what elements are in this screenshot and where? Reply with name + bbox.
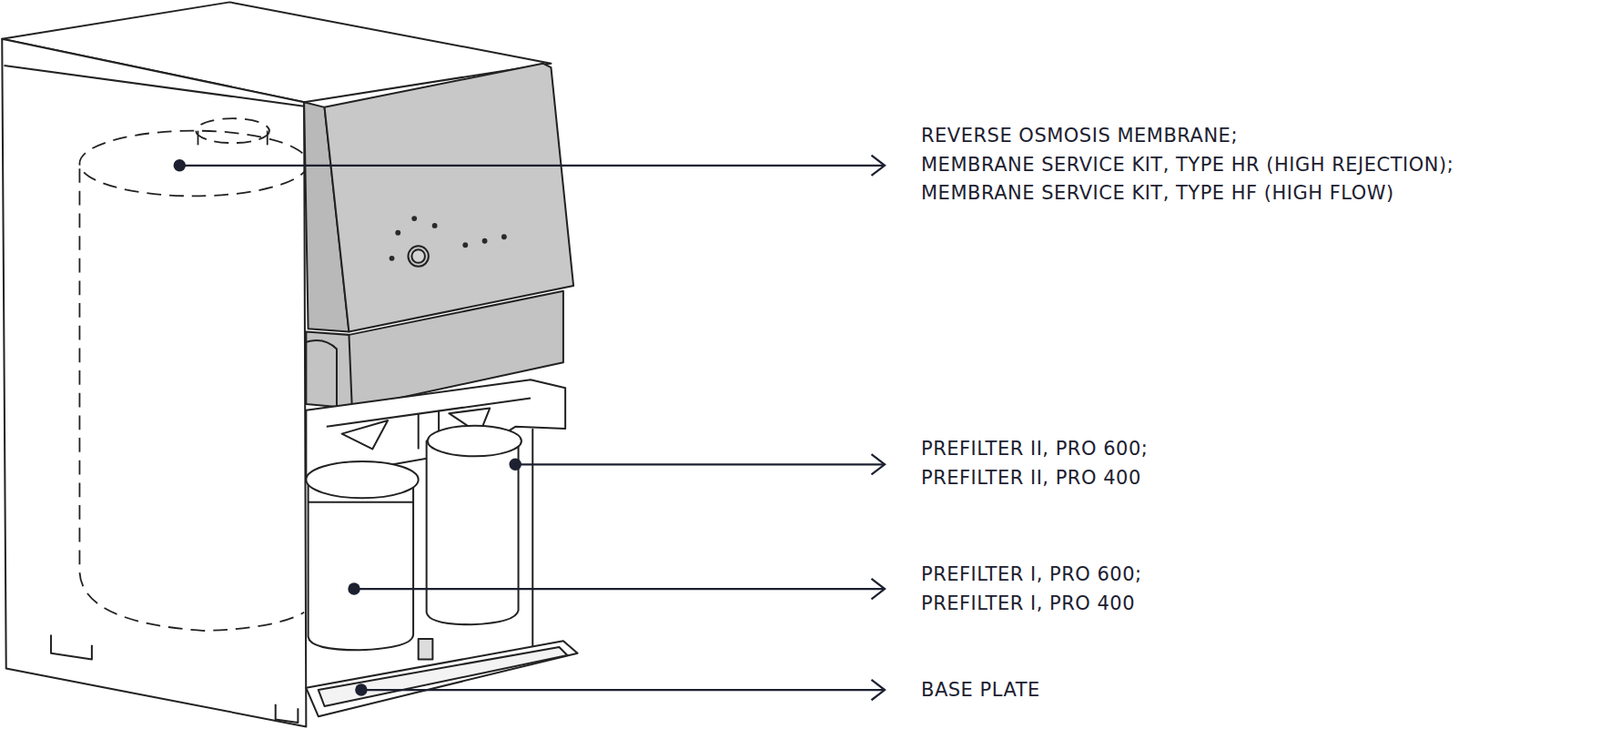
part-label: PREFILTER I, PRO 400	[921, 591, 1135, 616]
part-label: PREFILTER I, PRO 600;	[921, 562, 1143, 587]
part-label: BASE PLATE	[921, 678, 1041, 702]
part-label: REVERSE OSMOSIS MEMBRANE;	[921, 123, 1238, 148]
part-label: PREFILTER II, PRO 400	[921, 465, 1142, 490]
part-label: MEMBRANE SERVICE KIT, TYPE HR (HIGH REJE…	[921, 152, 1454, 177]
part-label: MEMBRANE SERVICE KIT, TYPE HF (HIGH FLOW…	[921, 181, 1395, 205]
part-label: PREFILTER II, PRO 600;	[921, 436, 1148, 461]
